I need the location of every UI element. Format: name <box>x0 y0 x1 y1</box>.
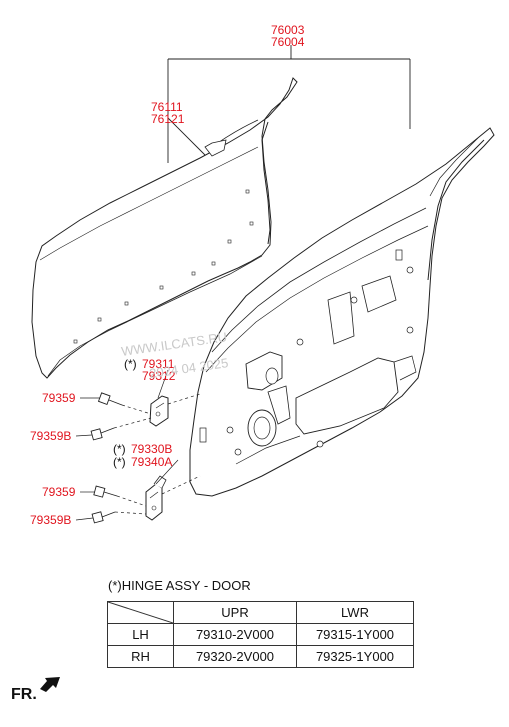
door-assy-leader <box>167 45 411 163</box>
callout-door-assy-rh: 76004 <box>271 35 305 49</box>
hinge-note: (*)HINGE ASSY - DOOR <box>108 578 251 593</box>
callout-bolt-lower-1: 79359 <box>42 485 76 499</box>
callout-bolt-upper-2: 79359B <box>30 429 71 443</box>
callout-bolt-lower-2: 79359B <box>30 513 71 527</box>
table-cell-side: LH <box>107 623 174 646</box>
callout-hinge-upper-marker: (*) <box>124 357 137 371</box>
callout-hinge-lower-2: 79340A <box>131 455 172 469</box>
table-header-lwr: LWR <box>296 601 414 624</box>
table-corner-cell <box>107 601 174 624</box>
callout-door-assy-lh: 76003 <box>271 23 305 37</box>
callout-panel-lh: 76111 <box>151 100 183 114</box>
table-cell-side: RH <box>107 645 174 668</box>
hinge-note-text: HINGE ASSY - DOOR <box>121 578 251 593</box>
callout-leaders <box>75 369 179 521</box>
callout-hinge-upper-1: 79311 <box>142 357 175 371</box>
table-cell-upr: 79310-2V000 <box>173 623 297 646</box>
corner-diagonal <box>108 602 173 623</box>
outer-door-panel <box>31 77 298 379</box>
bolt-upper-1 <box>97 392 123 406</box>
table-cell-lwr: 79315-1Y000 <box>296 623 414 646</box>
table-header-upr: UPR <box>173 601 297 624</box>
table-row: RH 79320-2V000 79325-1Y000 <box>107 645 414 668</box>
callout-hinge-lower-1: 79330B <box>131 442 172 456</box>
table-header-row: UPR LWR <box>107 601 414 624</box>
front-arrow-icon <box>40 677 60 692</box>
callout-bolt-upper-1: 79359 <box>42 391 76 405</box>
door-frame <box>189 127 495 497</box>
dashed-leaders <box>113 393 201 515</box>
lower-hinge <box>145 475 167 521</box>
front-direction-label: FR. <box>11 686 37 703</box>
hinge-note-marker: (*) <box>108 578 122 593</box>
table-row: LH 79310-2V000 79315-1Y000 <box>107 623 414 646</box>
table-cell-lwr: 79325-1Y000 <box>296 645 414 668</box>
hinge-parts-table: UPR LWR LH 79310-2V000 79315-1Y000 RH 79… <box>107 601 414 668</box>
upper-hinge <box>149 395 169 427</box>
bolt-lower-2 <box>91 511 116 524</box>
bolt-upper-2 <box>90 427 115 441</box>
callout-hinge-lower-marker-1: (*) <box>113 442 126 456</box>
callout-hinge-lower-marker-2: (*) <box>113 455 126 469</box>
bolt-lower-1 <box>93 485 118 498</box>
callout-hinge-upper-2: 79312 <box>142 369 176 383</box>
table-cell-upr: 79320-2V000 <box>173 645 297 668</box>
callout-panel-rh: 76121 <box>151 112 185 126</box>
